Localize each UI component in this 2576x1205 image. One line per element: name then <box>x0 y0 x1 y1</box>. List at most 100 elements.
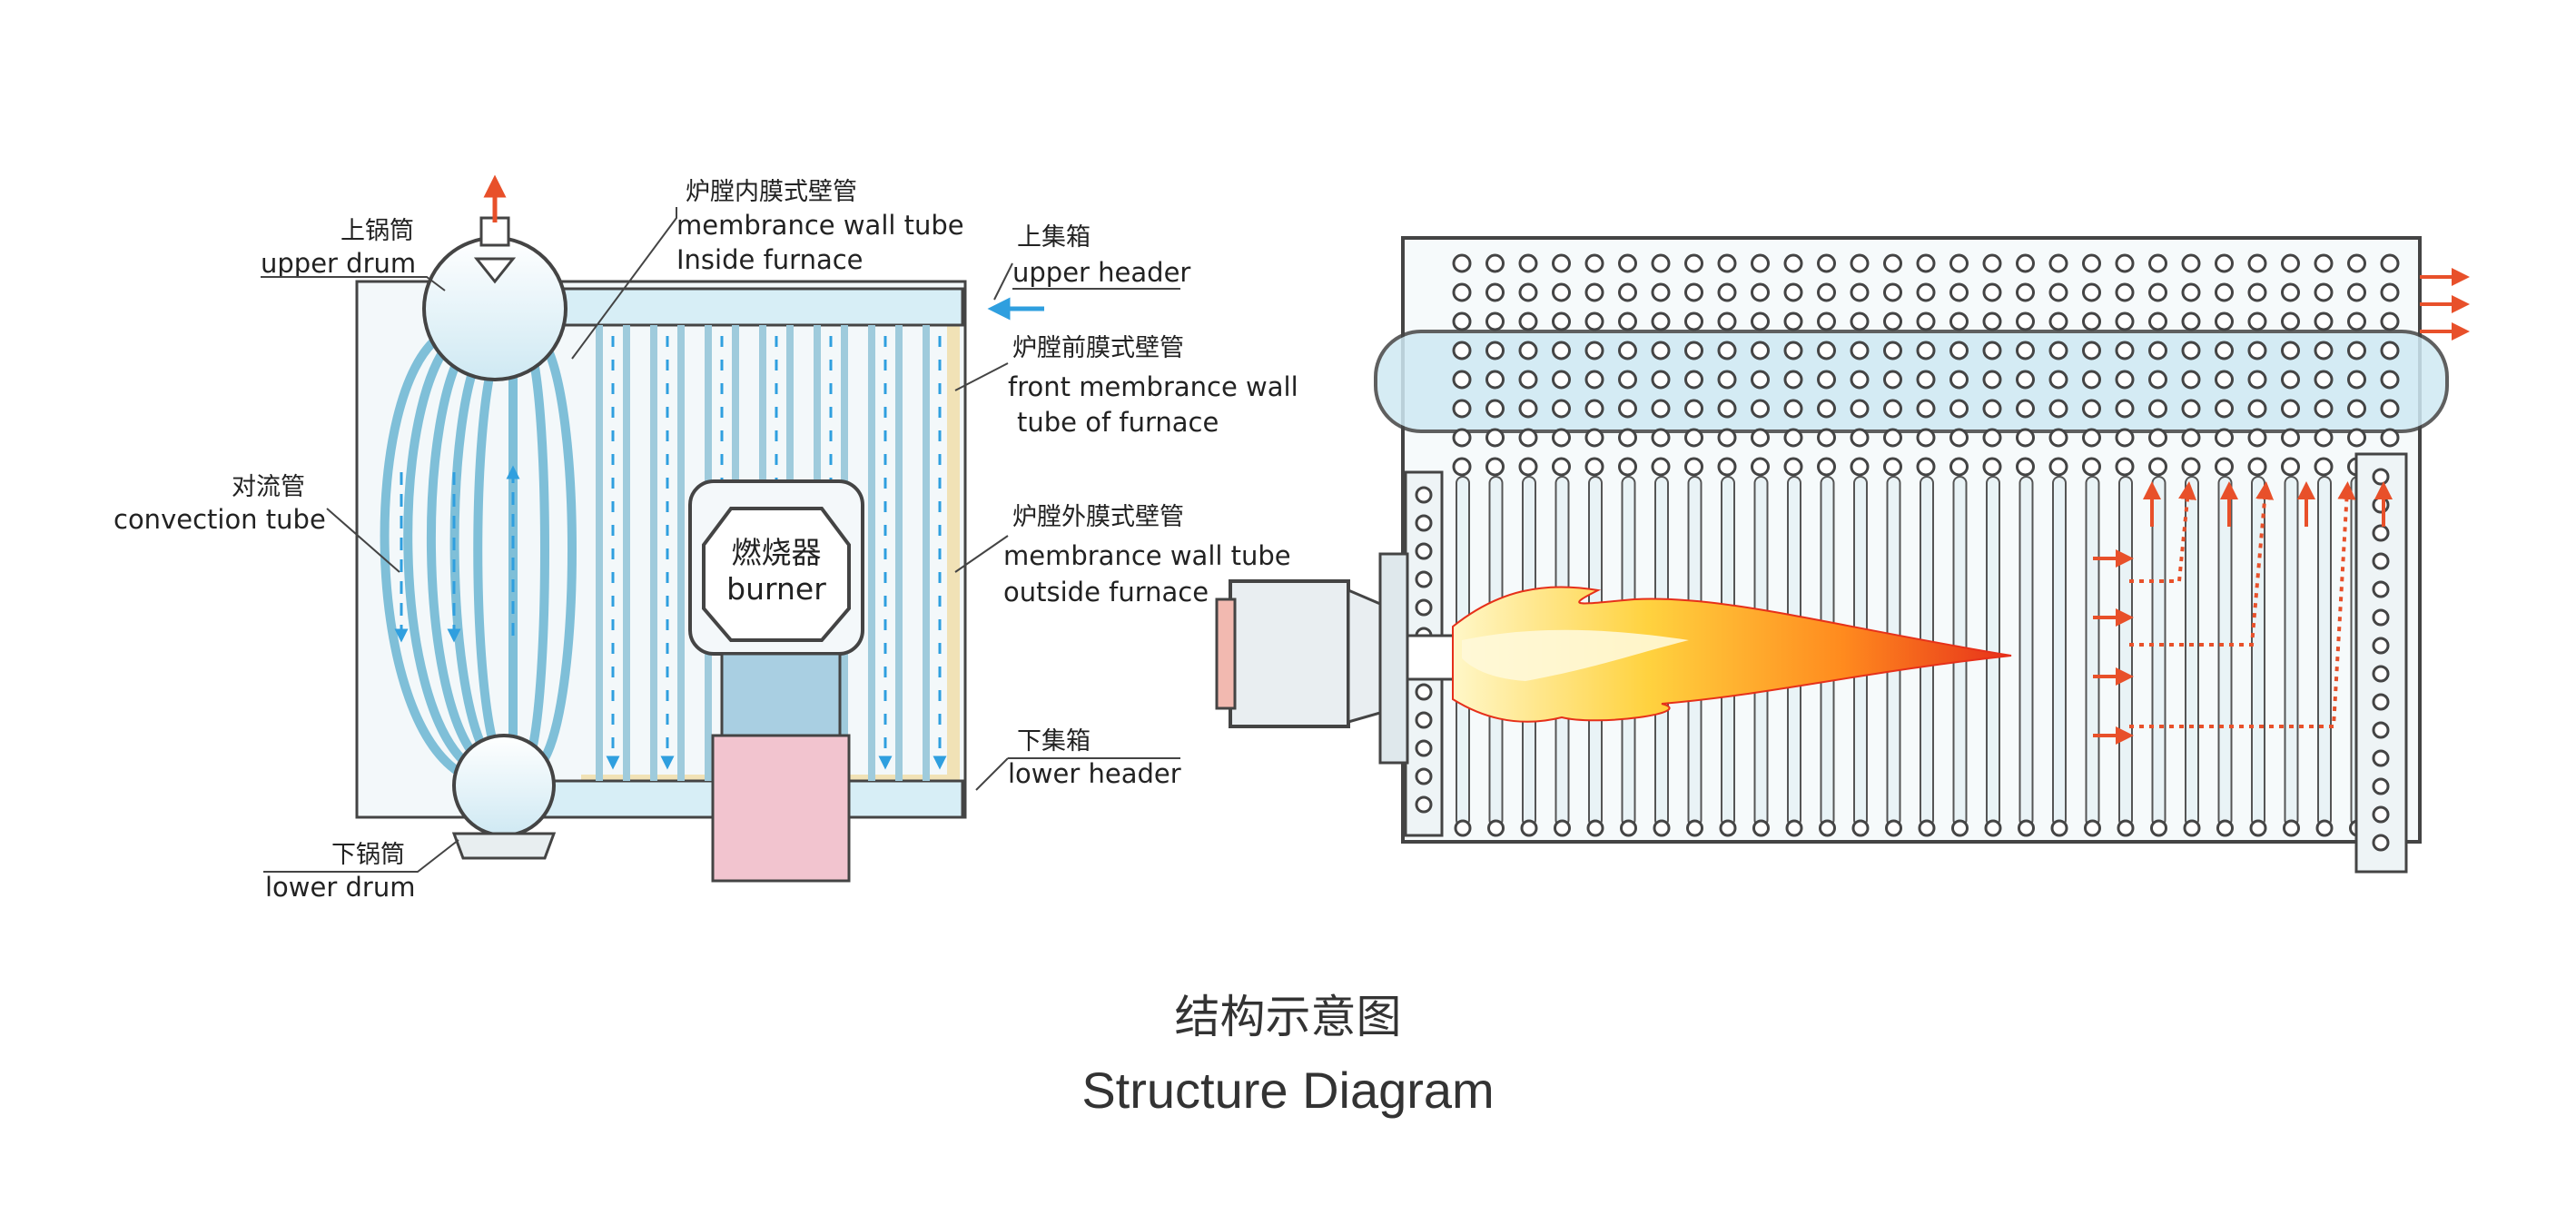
tube-end <box>1552 428 1571 448</box>
tube-end <box>2016 428 2035 448</box>
tube-end <box>1916 282 1936 302</box>
tube-bottom-end <box>2150 819 2167 837</box>
tube-end <box>1883 253 1902 273</box>
tube-end <box>1883 282 1902 302</box>
rear-header-column <box>2354 452 2408 874</box>
tube-end <box>1751 341 1770 361</box>
tube-end <box>1982 370 2002 390</box>
tube-end <box>2148 399 2167 419</box>
tube-end <box>1717 282 1737 302</box>
tube-end <box>1518 428 1538 448</box>
tube-end <box>2380 399 2400 419</box>
header-tube-end <box>1415 542 1433 560</box>
lower-header-label-en: lower header <box>1008 758 1181 789</box>
tube-end <box>2314 253 2334 273</box>
tube-end <box>2215 341 2234 361</box>
header-tube-end <box>2372 524 2390 542</box>
upper-header-label-en: upper header <box>1012 257 1190 288</box>
tube-end <box>2380 341 2400 361</box>
tube-end <box>2314 457 2334 477</box>
inner-wall-label-en2: Inside furnace <box>676 244 864 275</box>
header-tube-end <box>1415 739 1433 757</box>
tube-end <box>1584 457 1604 477</box>
tube-end <box>1850 370 1870 390</box>
tube-end <box>1485 311 1505 331</box>
tube-end <box>1949 282 1969 302</box>
tube-end <box>1949 399 1969 419</box>
tube-end <box>1817 282 1836 302</box>
tube-end <box>1651 341 1671 361</box>
tube-end <box>1850 311 1870 331</box>
tube-end <box>2281 311 2300 331</box>
tube-end <box>2082 457 2101 477</box>
tube-end <box>1651 282 1671 302</box>
tube-end <box>1751 428 1770 448</box>
tube-end <box>2048 282 2068 302</box>
tube-end <box>1552 311 1571 331</box>
tube-end <box>2148 253 2167 273</box>
tube-bottom-end <box>1752 819 1770 837</box>
tube-bottom-end <box>2283 819 2300 837</box>
tube-bottom-end <box>2183 819 2201 837</box>
tube-end <box>1850 253 1870 273</box>
tube-end <box>1949 457 1969 477</box>
tube-end <box>1684 399 1703 419</box>
convection-label-cn: 对流管 <box>232 473 305 501</box>
vertical-tube <box>2251 476 2265 827</box>
tube-end <box>1618 282 1637 302</box>
tube-end <box>1751 399 1770 419</box>
tube-end <box>1949 428 1969 448</box>
tube-end <box>1684 311 1703 331</box>
flue-gas-arrows <box>2093 268 2470 745</box>
upper-header-leader <box>993 262 1180 301</box>
boiler-side-view <box>1215 236 2470 874</box>
tube-end <box>2215 253 2234 273</box>
convection-leader <box>326 508 400 573</box>
tube-end <box>1684 253 1703 273</box>
tube-end <box>2115 253 2135 273</box>
tube-bottom-end <box>2018 819 2035 837</box>
tube-end <box>2347 282 2366 302</box>
tube-end <box>1518 457 1538 477</box>
vertical-tube <box>2151 476 2166 827</box>
tube-end <box>1982 341 2002 361</box>
tube-end <box>2380 428 2400 448</box>
vertical-tube <box>2052 476 2067 827</box>
tube-end <box>1485 282 1505 302</box>
tube-end <box>1618 341 1637 361</box>
tube-end <box>2181 370 2201 390</box>
tube-end <box>2281 399 2300 419</box>
tube-end <box>1817 253 1836 273</box>
tube-end <box>2148 370 2167 390</box>
tube-end <box>1817 457 1836 477</box>
tube-end <box>1783 457 1803 477</box>
header-tube-end <box>2372 805 2390 824</box>
tube-end <box>2247 282 2267 302</box>
tube-bottom-end <box>2216 819 2234 837</box>
header-tube-end <box>2372 468 2390 486</box>
tube-end <box>1949 370 1969 390</box>
tube-end <box>1452 253 1472 273</box>
tube-end <box>1850 399 1870 419</box>
tube-end <box>2048 311 2068 331</box>
tube-end <box>1916 311 1936 331</box>
front-wall-label-en2: tube of furnace <box>1017 407 1219 438</box>
header-tube-end <box>2372 608 2390 627</box>
tube-end <box>2115 282 2135 302</box>
tube-bottom-end <box>1819 819 1836 837</box>
header-tube-end <box>1415 570 1433 588</box>
tube-end <box>1485 341 1505 361</box>
tube-end <box>2347 399 2366 419</box>
tube-end <box>1618 399 1637 419</box>
tube-end <box>2281 341 2300 361</box>
tube-end <box>2082 399 2101 419</box>
upper-drum-label-cn: 上锅筒 <box>341 217 414 245</box>
upper-drum-leader <box>261 276 446 291</box>
tube-bottom-end <box>1586 819 1604 837</box>
tube-end <box>1783 282 1803 302</box>
tube-end <box>2016 341 2035 361</box>
vertical-tube <box>2217 476 2233 827</box>
header-tube-end <box>1415 767 1433 785</box>
tube-end <box>2016 253 2035 273</box>
